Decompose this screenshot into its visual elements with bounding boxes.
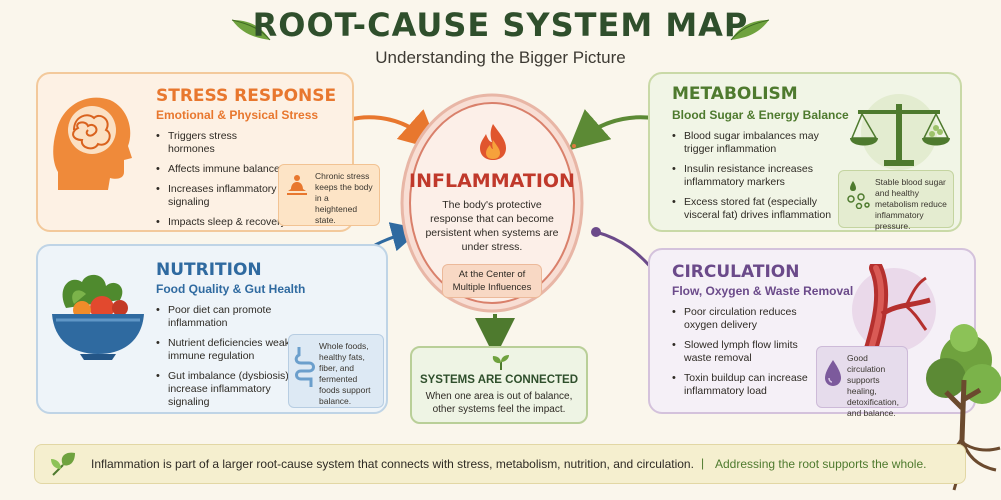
circulation-bullet-list: Poor circulation reduces oxygen delivery… <box>672 306 824 405</box>
list-item: Gut imbalance (dysbiosis) can increase i… <box>156 370 312 409</box>
meditation-icon <box>285 173 309 200</box>
flame-icon <box>478 122 508 167</box>
list-item: Blood sugar imbalances may trigger infla… <box>672 130 832 156</box>
tree-icon <box>916 320 1001 500</box>
metabolism-bullet-list: Blood sugar imbalances may trigger infla… <box>672 130 832 229</box>
footer-banner: Inflammation is part of a larger root-ca… <box>34 444 966 484</box>
center-badge: At the Center of Multiple Influences <box>442 264 542 298</box>
nutrition-title: NUTRITION <box>156 260 262 280</box>
metabolism-note-text: Stable blood sugar and healthy metabolis… <box>875 177 947 231</box>
inflammation-center: INFLAMMATION The body's protective respo… <box>400 93 584 313</box>
list-item: Increases inflammatory signaling <box>156 183 286 209</box>
nutrition-note: Whole foods, healthy fats, fiber, and fe… <box>288 334 384 408</box>
list-item: Triggers stress hormones <box>156 130 286 156</box>
list-item: Excess stored fat (especially visceral f… <box>672 196 832 222</box>
stress-title: STRESS RESPONSE <box>156 86 337 106</box>
page-subtitle: Understanding the Bigger Picture <box>375 48 626 67</box>
list-item: Poor diet can promote inflammation <box>156 304 312 330</box>
list-item: Insulin resistance increases inflammator… <box>672 163 832 189</box>
nutrition-subtitle: Food Quality & Gut Health <box>156 282 306 296</box>
center-badge-line1: At the Center of <box>458 269 526 280</box>
stress-bullet-list: Triggers stress hormones Affects immune … <box>156 130 286 236</box>
connected-title: SYSTEMS ARE CONNECTED <box>419 374 579 386</box>
metabolism-card: METABOLISM Blood Sugar & Energy Balance … <box>648 72 962 232</box>
stress-note-text: Chronic stress keeps the body in a heigh… <box>315 171 373 225</box>
stress-note: Chronic stress keeps the body in a heigh… <box>278 164 380 226</box>
sprout-icon <box>491 354 511 375</box>
list-item: Affects immune balance <box>156 163 286 176</box>
list-item: Nutrient deficiencies weaken immune regu… <box>156 337 312 363</box>
nutrition-note-text: Whole foods, healthy fats, fiber, and fe… <box>319 341 371 406</box>
circulation-arrow-head <box>591 227 601 237</box>
center-badge-line2: Multiple Influences <box>452 282 532 293</box>
circulation-note: Good circulation supports healing, detox… <box>816 346 908 418</box>
head-stress-icon <box>48 86 134 203</box>
balance-scale-icon <box>844 92 954 177</box>
center-circle-ring <box>400 93 584 313</box>
footer-separator: | <box>701 456 705 470</box>
circulation-note-text: Good circulation supports healing, detox… <box>847 353 899 418</box>
metabolism-subtitle: Blood Sugar & Energy Balance <box>672 108 849 122</box>
center-title: INFLAMMATION <box>409 170 575 192</box>
food-bowl-icon <box>46 268 150 369</box>
right-leaf-icon <box>729 14 773 44</box>
page-title: ROOT-CAUSE SYSTEM MAP <box>252 6 749 44</box>
list-item: Slowed lymph flow limits waste removal <box>672 339 824 365</box>
left-leaf-icon <box>228 14 272 44</box>
center-description: The body's protective response that can … <box>425 199 559 253</box>
drops-icon <box>845 179 871 212</box>
circulation-title: CIRCULATION <box>672 262 800 282</box>
circulation-subtitle: Flow, Oxygen & Waste Removal <box>672 284 854 298</box>
gut-icon <box>293 345 317 392</box>
stress-subtitle: Emotional & Physical Stress <box>156 108 319 122</box>
systems-connected-box: SYSTEMS ARE CONNECTED When one area is o… <box>410 346 588 424</box>
nutrition-bullet-list: Poor diet can promote inflammation Nutri… <box>156 304 312 416</box>
nutrition-card: NUTRITION Food Quality & Gut Health Poor… <box>36 244 388 414</box>
footer-tagline: Addressing the root supports the whole. <box>715 457 927 471</box>
metabolism-title: METABOLISM <box>672 84 798 104</box>
footer-leaf-icon <box>49 451 77 482</box>
metabolism-note: Stable blood sugar and healthy metabolis… <box>838 170 954 231</box>
blood-vessel-icon <box>846 261 942 361</box>
list-item: Toxin buildup can increase inflammatory … <box>672 372 824 398</box>
footer-text: Inflammation is part of a larger root-ca… <box>91 457 694 471</box>
stress-response-card: STRESS RESPONSE Emotional & Physical Str… <box>36 72 380 232</box>
connected-text: When one area is out of balance, other s… <box>425 391 573 415</box>
list-item: Poor circulation reduces oxygen delivery <box>672 306 824 332</box>
list-item: Impacts sleep & recovery <box>156 216 286 229</box>
water-drop-icon <box>823 359 843 390</box>
